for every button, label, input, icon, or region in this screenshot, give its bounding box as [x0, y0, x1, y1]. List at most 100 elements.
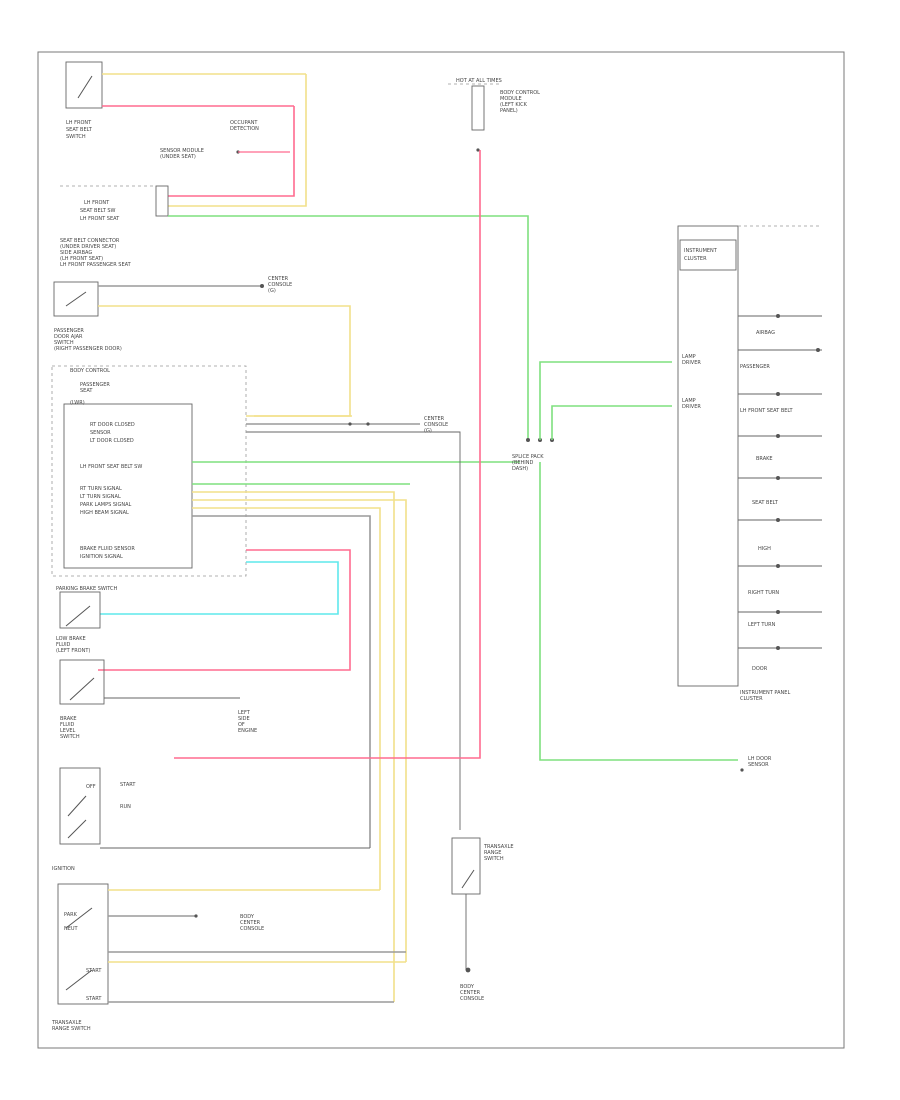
svg-text:SENSOR: SENSOR — [90, 430, 111, 436]
svg-text:HOT AT ALL TIMES: HOT AT ALL TIMES — [456, 78, 502, 84]
svg-text:PANEL): PANEL) — [500, 108, 518, 114]
svg-text:BODY CONTROL: BODY CONTROL — [70, 368, 110, 374]
svg-text:START: START — [86, 996, 102, 1002]
seat-belt-switch: LH FRONT SEAT BELT SWITCH — [65, 61, 103, 140]
svg-text:START: START — [86, 968, 102, 974]
svg-text:SEAT BELT: SEAT BELT — [66, 127, 93, 133]
svg-text:OF: OF — [238, 722, 245, 728]
wire-green-upper — [539, 361, 672, 440]
svg-text:SEAT BELT: SEAT BELT — [752, 500, 779, 506]
svg-text:(UNDER DRIVER SEAT): (UNDER DRIVER SEAT) — [60, 244, 116, 250]
svg-text:TRANSAXLE: TRANSAXLE — [51, 1020, 82, 1026]
svg-text:MODULE: MODULE — [500, 96, 522, 102]
svg-text:BRAKE: BRAKE — [60, 716, 77, 722]
instrument-cluster: INSTRUMENT CLUSTER LAMP DRIVER LAMP DRIV… — [677, 225, 822, 702]
ground-trans: BODY CENTER CONSOLE — [194, 914, 264, 932]
wire-module-cyan — [100, 561, 339, 615]
transmission-switch: PARK NEUT START START TRANSAXLE RANGE SW… — [51, 883, 109, 1032]
svg-text:SENSOR MODULE: SENSOR MODULE — [160, 148, 204, 154]
svg-text:LH FRONT: LH FRONT — [84, 200, 110, 206]
svg-text:ENGINE: ENGINE — [238, 728, 257, 734]
svg-text:(LH FRONT SEAT): (LH FRONT SEAT) — [60, 256, 103, 262]
svg-text:RIGHT TURN: RIGHT TURN — [748, 590, 779, 596]
svg-text:BRAKE: BRAKE — [756, 456, 773, 462]
svg-text:LT DOOR CLOSED: LT DOOR CLOSED — [90, 438, 134, 444]
svg-text:CONSOLE: CONSOLE — [424, 422, 448, 428]
diagram-frame — [37, 51, 845, 1049]
svg-text:RT DOOR CLOSED: RT DOOR CLOSED — [90, 422, 135, 428]
svg-text:(RIGHT PASSENGER DOOR): (RIGHT PASSENGER DOOR) — [54, 346, 122, 352]
svg-text:CENTER: CENTER — [460, 990, 481, 996]
svg-text:LH FRONT PASSENGER SEAT: LH FRONT PASSENGER SEAT — [60, 262, 132, 268]
svg-text:SWITCH: SWITCH — [60, 734, 80, 740]
svg-text:(LEFT KICK: (LEFT KICK — [500, 102, 528, 108]
svg-text:DOOR: DOOR — [752, 666, 768, 672]
svg-text:OCCUPANT: OCCUPANT — [230, 120, 258, 126]
wire-green-down — [539, 462, 738, 761]
svg-text:PARKING BRAKE SWITCH: PARKING BRAKE SWITCH — [56, 586, 118, 592]
wire-yellow-drop — [168, 74, 307, 207]
seat-connector: LH FRONT SEAT BELT SW LH FRONT SEAT SEAT… — [60, 185, 169, 268]
svg-text:(UNDER SEAT): (UNDER SEAT) — [160, 154, 196, 160]
wire-green-long — [168, 215, 529, 438]
svg-text:LH DOOR: LH DOOR — [748, 756, 772, 762]
svg-text:HIGH: HIGH — [758, 546, 771, 552]
svg-text:NEUT: NEUT — [64, 926, 79, 932]
svg-text:LAMP: LAMP — [682, 354, 696, 360]
wire-pink-drop — [168, 106, 295, 197]
svg-text:SEAT BELT CONNECTOR: SEAT BELT CONNECTOR — [60, 238, 120, 244]
svg-text:SWITCH: SWITCH — [54, 340, 74, 346]
svg-text:CLUSTER: CLUSTER — [684, 256, 707, 262]
svg-text:FLUID: FLUID — [56, 642, 71, 648]
svg-text:DRIVER: DRIVER — [682, 360, 701, 366]
instrument-module: BODY CONTROL PASSENGER SEAT (LWR) RT DOO… — [51, 365, 247, 577]
svg-text:FLUID: FLUID — [60, 722, 75, 728]
svg-text:BODY: BODY — [460, 984, 475, 990]
svg-text:AIRBAG: AIRBAG — [756, 330, 775, 336]
wire-red-vertical — [174, 150, 481, 759]
svg-text:(G): (G) — [268, 288, 276, 294]
svg-text:CLUSTER: CLUSTER — [740, 696, 763, 702]
svg-text:SEAT: SEAT — [80, 388, 93, 394]
splice-connector: SPLICE PACK (BEHIND DASH) — [512, 438, 554, 472]
svg-text:IGNITION: IGNITION — [52, 866, 75, 872]
passenger-door-switch: PASSENGER DOOR AJAR SWITCH (RIGHT PASSEN… — [53, 281, 122, 352]
svg-text:DOOR AJAR: DOOR AJAR — [54, 334, 83, 340]
svg-text:SIDE: SIDE — [238, 716, 250, 722]
svg-text:CONSOLE: CONSOLE — [240, 926, 264, 932]
svg-text:PARK LAMPS SIGNAL: PARK LAMPS SIGNAL — [80, 502, 132, 508]
svg-text:LH FRONT SEAT BELT: LH FRONT SEAT BELT — [740, 408, 793, 414]
svg-text:LH FRONT: LH FRONT — [66, 120, 92, 126]
lh-door-sensor: LH DOOR SENSOR — [740, 756, 772, 772]
svg-text:RUN: RUN — [120, 804, 131, 810]
svg-text:OFF: OFF — [86, 784, 96, 790]
ground-module: CENTER CONSOLE (G) — [348, 416, 448, 434]
svg-text:(LEFT FRONT): (LEFT FRONT) — [56, 648, 90, 654]
svg-text:PASSENGER: PASSENGER — [54, 328, 84, 334]
ground-brake: LEFT SIDE OF ENGINE — [238, 710, 257, 734]
svg-text:PASSENGER: PASSENGER — [740, 364, 770, 370]
wire-yellow-door — [98, 305, 351, 417]
svg-text:CENTER: CENTER — [268, 276, 289, 282]
svg-text:LAMP: LAMP — [682, 398, 696, 404]
wire-gray-vertical — [420, 431, 461, 830]
svg-text:DRIVER: DRIVER — [682, 404, 701, 410]
ground-door: CENTER CONSOLE (G) — [260, 276, 292, 294]
wire-module-red — [98, 549, 351, 671]
svg-text:LT TURN SIGNAL: LT TURN SIGNAL — [80, 494, 121, 500]
svg-text:PASSENGER: PASSENGER — [80, 382, 110, 388]
svg-text:RT TURN SIGNAL: RT TURN SIGNAL — [80, 486, 122, 492]
svg-text:CENTER: CENTER — [240, 920, 261, 926]
wire-module-5 — [192, 491, 395, 1002]
svg-text:SIDE AIRBAG: SIDE AIRBAG — [60, 250, 92, 256]
svg-text:RANGE: RANGE — [484, 850, 501, 856]
svg-text:LH FRONT SEAT: LH FRONT SEAT — [80, 216, 120, 222]
wire-module-8 — [192, 515, 371, 848]
svg-text:SPLICE PACK: SPLICE PACK — [512, 454, 544, 460]
svg-text:INSTRUMENT: INSTRUMENT — [684, 248, 718, 254]
brake-switch: PARKING BRAKE SWITCH LOW BRAKE FLUID (LE… — [56, 586, 118, 654]
svg-text:BODY CONTROL: BODY CONTROL — [500, 90, 540, 96]
svg-text:BODY: BODY — [240, 914, 255, 920]
svg-text:CONSOLE: CONSOLE — [460, 996, 484, 1002]
